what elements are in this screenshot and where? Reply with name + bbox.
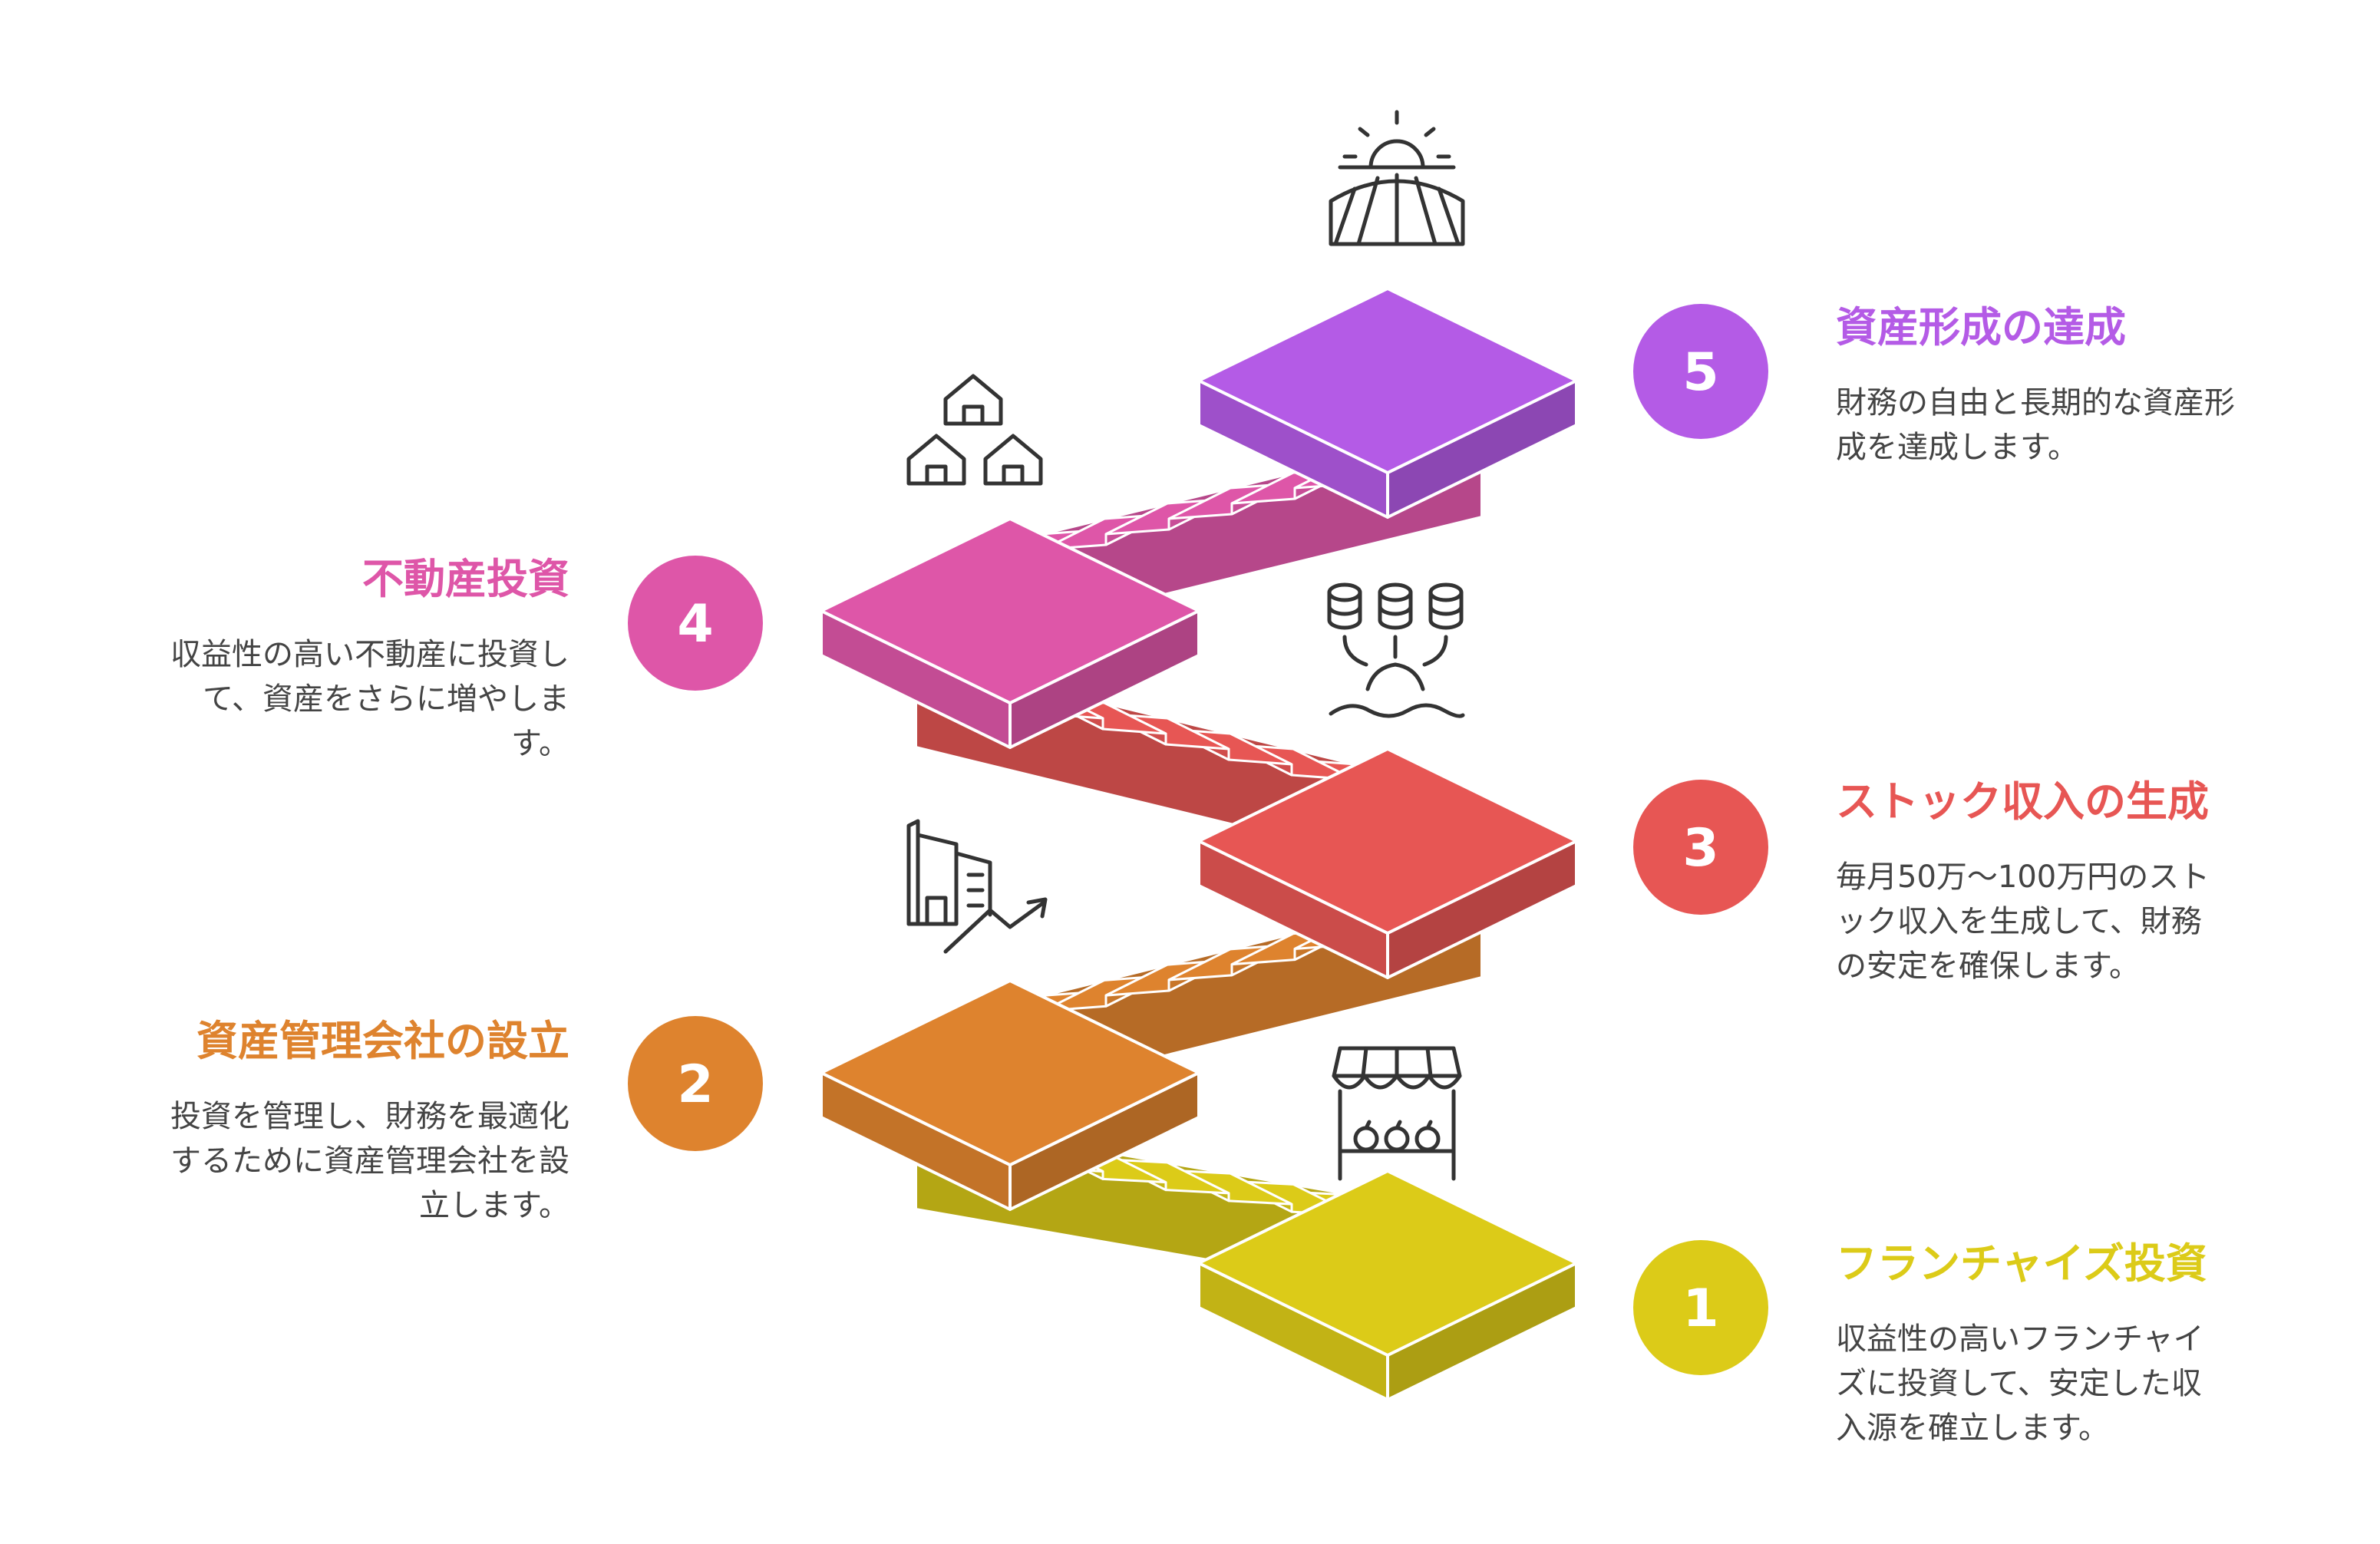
step-2-badge-circle <box>628 1016 763 1151</box>
step-1-description: 収益性の高いフランチャイズに投資して、安定した収入源を確立します。 <box>1836 1321 2204 1446</box>
step-3-badge: 3 <box>1633 780 1768 915</box>
houses-icon <box>906 374 1043 486</box>
coins-stack-icon <box>1327 582 1465 718</box>
platforms-group <box>820 287 1578 1401</box>
step-1-number: 1 <box>1682 1278 1718 1339</box>
step-5-text: 資産形成の達成 財務の自由と長期的な資産形成を達成します。 <box>1836 301 2235 470</box>
sunrise-field-icon <box>1329 110 1465 246</box>
step-3-description: 毎月50万〜100万円のストック収入を生成して、財務の安定を確保します。 <box>1836 859 2210 984</box>
market-stall-icon <box>1332 1046 1462 1181</box>
step-3-text: ストック収入の生成 毎月50万〜100万円のストック収入を生成して、財務の安定を… <box>1836 775 2220 988</box>
platform-1 <box>1197 1170 1578 1401</box>
step-3-badge-circle <box>1633 780 1768 915</box>
step-5-badge: 5 <box>1633 304 1768 439</box>
step-4-badge-circle <box>628 556 763 691</box>
step-3-title: ストック収入の生成 <box>1836 777 2209 826</box>
step-2-title: 資産管理会社の設立 <box>196 1017 569 1065</box>
step-5-description: 財務の自由と長期的な資産形成を達成します。 <box>1836 385 2235 465</box>
step-4-title: 不動産投資 <box>362 555 569 603</box>
step-4-description: 収益性の高い不動産に投資して、資産をさらに増やします。 <box>170 637 569 761</box>
step-2-description: 投資を管理し、財務を最適化するために資産管理会社を設立します。 <box>170 1099 569 1223</box>
step-4-badge: 4 <box>628 556 763 691</box>
step-1-badge: 1 <box>1633 1240 1768 1375</box>
step-3-number: 3 <box>1682 818 1718 879</box>
step-1-badge-circle <box>1633 1240 1768 1375</box>
step-4-number: 4 <box>677 594 713 655</box>
step-2-badge: 2 <box>628 1016 763 1151</box>
step-5-title: 資産形成の達成 <box>1836 303 2126 351</box>
building-growth-icon <box>906 819 1048 954</box>
step-2-number: 2 <box>677 1054 713 1115</box>
badges-group: 1 2 3 4 5 <box>628 304 1768 1375</box>
platform-4 <box>820 517 1200 749</box>
step-1-text: フランチャイズ投資 収益性の高いフランチャイズに投資して、安定した収入源を確立し… <box>1836 1237 2220 1450</box>
step-5-badge-circle <box>1633 304 1768 439</box>
platform-2 <box>820 979 1200 1211</box>
platform-5 <box>1197 287 1578 519</box>
step-1-title: フランチャイズ投資 <box>1836 1239 2207 1288</box>
step-4-text: 不動産投資 収益性の高い不動産に投資して、資産をさらに増やします。 <box>164 553 569 766</box>
step-5-number: 5 <box>1682 342 1718 403</box>
platform-3 <box>1197 747 1578 979</box>
step-2-text: 資産管理会社の設立 投資を管理し、財務を最適化するために資産管理会社を設立します… <box>164 1014 569 1228</box>
